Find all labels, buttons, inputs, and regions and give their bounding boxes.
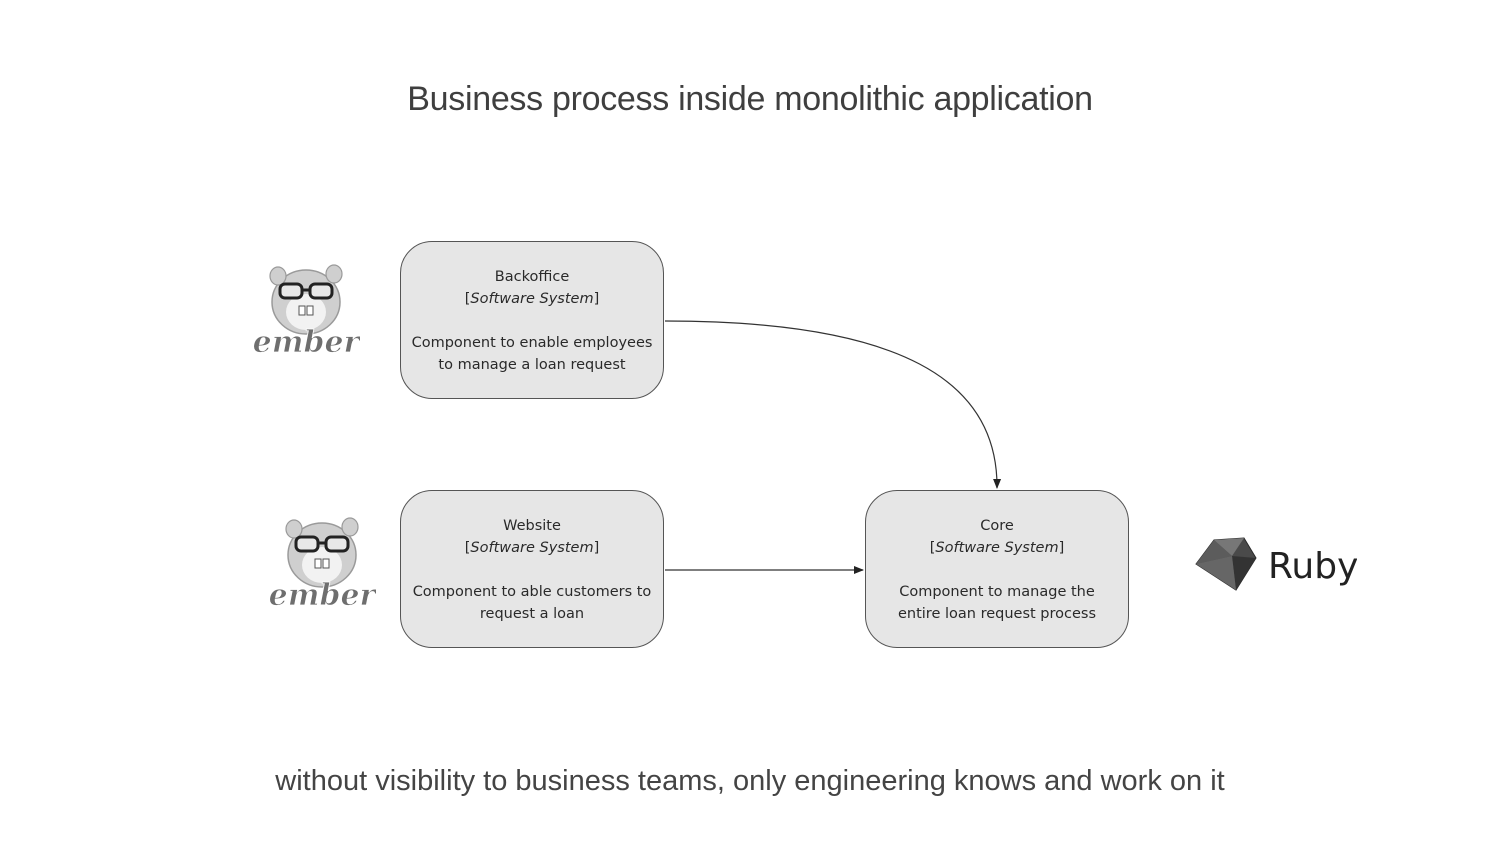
ruby-logo-text: Ruby	[1268, 546, 1357, 587]
node-backoffice[interactable]: Backoffice [Software System] Component t…	[400, 241, 664, 399]
node-website-type: [Software System]	[464, 540, 600, 556]
node-website-name: Website	[503, 518, 561, 534]
ember-logo-text: ember	[269, 578, 376, 613]
node-core-type: [Software System]	[929, 540, 1065, 556]
node-core-description: Component to manage the entire loan requ…	[897, 584, 1097, 622]
edge-backoffice-to-core	[664, 320, 1002, 489]
ember-hamster-icon: ember	[268, 517, 376, 613]
ember-hamster-icon: ember	[252, 264, 360, 360]
node-core-name: Core	[980, 518, 1014, 534]
slide-title: Business process inside monolithic appli…	[407, 80, 1093, 118]
node-website[interactable]: Website [Software System] Component to a…	[400, 490, 664, 648]
ruby-gem-icon: Ruby	[1195, 537, 1357, 591]
node-website-description: Component to able customers to request a…	[412, 584, 652, 622]
node-backoffice-type: [Software System]	[464, 291, 600, 307]
node-core[interactable]: Core [Software System] Component to mana…	[865, 490, 1129, 648]
slide-footer: without visibility to business teams, on…	[275, 765, 1225, 797]
node-backoffice-description: Component to enable employees to manage …	[411, 335, 653, 373]
node-backoffice-name: Backoffice	[494, 269, 570, 285]
ember-logo-text: ember	[253, 325, 360, 360]
